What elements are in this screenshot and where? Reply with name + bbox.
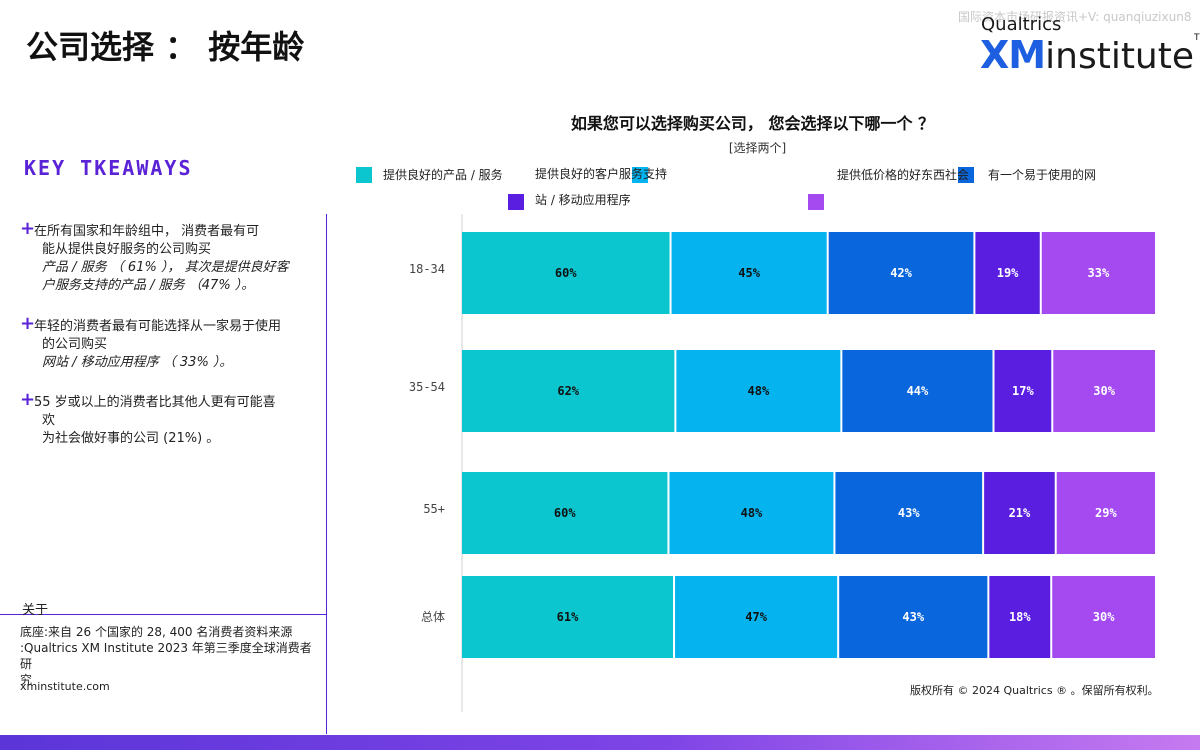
category-label: 18-34 (409, 262, 445, 276)
bar-总体-s1 (462, 576, 674, 658)
bar-18-34-s2 (671, 232, 827, 314)
takeaway-3-line-2: 欢 (42, 413, 56, 428)
bar-35-54-s1 (462, 350, 675, 432)
bar-55+-s4 (984, 472, 1055, 554)
legend-label-2: 提供良好的客户服务支持 (535, 167, 668, 181)
bar-18-34-s3 (828, 232, 974, 314)
bar-value-label: 45% (738, 266, 760, 280)
bar-总体-s3 (839, 576, 988, 658)
logo-xm: XM (980, 33, 1046, 77)
bar-18-34-s4 (975, 232, 1040, 314)
bar-value-label: 17% (1012, 384, 1034, 398)
source-line-2: :Qualtrics XM Institute 2023 年第三季度全球消费者研 (20, 641, 312, 671)
takeaway-1-line-1: 在所有国家和年龄组中， 消费者最有可 (34, 224, 260, 239)
bar-总体-s5 (1052, 576, 1155, 658)
xm-institute-logo: XMinstituteTM (980, 33, 1200, 77)
takeaway-1-line-4: 户服务支持的产品 / 服务 （47% ）。 (42, 278, 255, 293)
bottom-gradient-bar (0, 735, 1200, 750)
takeaway-3-line-1: 55 岁或以上的消费者比其他人更有可能喜 (34, 395, 276, 410)
bar-value-label: 60% (555, 266, 577, 280)
logo-qualtrics-text: Qualtrics (981, 14, 1062, 35)
takeaway-2-line-1: 年轻的消费者最有可能选择从一家易于使用 (34, 319, 282, 334)
bar-value-label: 44% (907, 384, 929, 398)
legend-swatch-3 (958, 167, 974, 183)
bar-35-54-s3 (842, 350, 993, 432)
takeaway-1-line-2: 能从提供良好服务的公司购买 (42, 242, 212, 257)
legend-swatch-4 (508, 194, 524, 210)
bar-总体-s2 (675, 576, 838, 658)
legend-swatch-2 (632, 167, 648, 183)
legend-label-3: 提供低价格的好东西社会 (837, 168, 970, 182)
takeaway-2-line-3: 网站 / 移动应用程序 （ 33% ）。 (42, 355, 233, 370)
logo-tm: TM (1194, 33, 1200, 43)
category-label: 总体 (421, 610, 445, 624)
source-line-3: 究 (20, 673, 33, 687)
category-label: 35-54 (409, 380, 445, 394)
takeaway-1-line-3: 产品 / 服务 （ 61% ）， 其次是提供良好客 (42, 260, 289, 275)
source-line-1: 底座:来自 26 个国家的 28, 400 名消费者资料来源 (20, 625, 293, 639)
bar-35-54-s5 (1053, 350, 1155, 432)
legend-swatch-5 (808, 194, 824, 210)
chart-title: 如果您可以选择购买公司， 您会选择以下哪一个 ？ (570, 114, 935, 133)
takeaway-3: + 55 岁或以上的消费者比其他人更有可能喜 欢 为社会做好事的公司 (21%)… (20, 389, 315, 448)
watermark-text: 国际资本市场研报资讯+V: quanqiuzixun8 (958, 10, 1192, 24)
plus-icon: + (20, 218, 36, 239)
bar-总体-s4 (989, 576, 1051, 658)
bar-value-label: 47% (745, 610, 767, 624)
bar-value-label: 62% (557, 384, 579, 398)
source-note: 底座:来自 26 个国家的 28, 400 名消费者资料来源 :Qualtric… (20, 624, 320, 688)
bar-value-label: 33% (1088, 266, 1110, 280)
legend-label-4: 有一个易于使用的网 (988, 168, 1097, 182)
legend-swatch-1 (356, 167, 372, 183)
bar-55+-s3 (835, 472, 983, 554)
bar-55+-s2 (669, 472, 834, 554)
plus-icon: + (20, 313, 36, 334)
bar-18-34-s5 (1041, 232, 1155, 314)
bar-value-label: 43% (898, 506, 920, 520)
copyright-text: 版权所有 © 2024 Qualtrics ® 。保留所有权利。 (910, 684, 1159, 697)
bar-55+-s1 (462, 472, 668, 554)
bar-value-label: 21% (1009, 506, 1031, 520)
left-panel-divider (326, 214, 327, 734)
bar-value-label: 48% (741, 506, 763, 520)
takeaway-3-line-3: 为社会做好事的公司 (21%) 。 (42, 431, 220, 446)
bar-value-label: 60% (554, 506, 576, 520)
legend-label-1: 提供良好的产品 / 服务 (383, 168, 503, 182)
legend-label-5: 站 / 移动应用程序 (535, 193, 631, 207)
bar-value-label: 30% (1093, 384, 1115, 398)
page-title: 公司选择 ： 按年龄 (26, 28, 305, 66)
key-takeaways-heading: KEY TKEAWAYS (24, 156, 193, 180)
takeaway-2: + 年轻的消费者最有可能选择从一家易于使用 的公司购买 网站 / 移动应用程序 … (20, 313, 315, 372)
category-label: 55+ (423, 502, 445, 516)
bar-35-54-s4 (994, 350, 1052, 432)
bar-value-label: 19% (997, 266, 1019, 280)
bar-value-label: 30% (1093, 610, 1115, 624)
bar-value-label: 42% (890, 266, 912, 280)
site-link[interactable]: xminstitute.com (20, 680, 110, 693)
bar-value-label: 48% (748, 384, 770, 398)
footer-divider (0, 614, 327, 615)
bar-35-54-s2 (676, 350, 841, 432)
plus-icon: + (20, 389, 36, 410)
about-label: 关于 (22, 603, 49, 618)
bar-value-label: 61% (557, 610, 579, 624)
bar-value-label: 29% (1095, 506, 1117, 520)
logo-institute: institute (1045, 36, 1195, 77)
chart-subtitle: [选择两个] (728, 141, 787, 155)
bar-value-label: 43% (902, 610, 924, 624)
takeaway-2-line-2: 的公司购买 (42, 337, 108, 352)
bar-value-label: 18% (1009, 610, 1031, 624)
takeaway-1: + 在所有国家和年龄组中， 消费者最有可 能从提供良好服务的公司购买 产品 / … (20, 218, 315, 295)
bar-55+-s5 (1056, 472, 1155, 554)
bar-18-34-s1 (462, 232, 670, 314)
